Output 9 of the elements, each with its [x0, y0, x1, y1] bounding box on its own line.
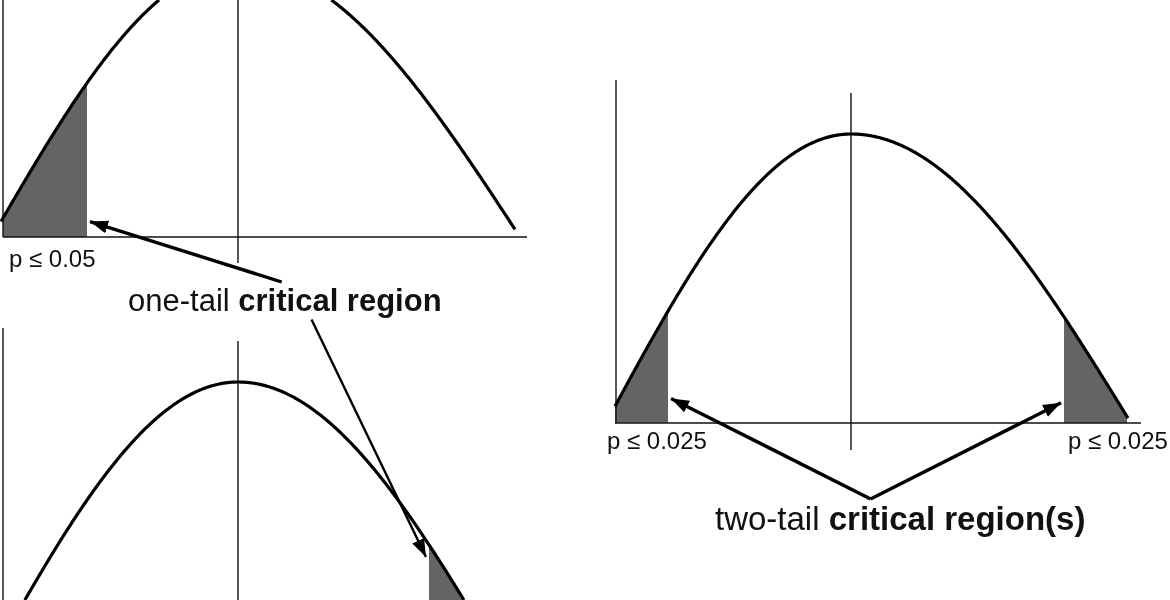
- arrow: [670, 396, 872, 501]
- arrow: [869, 401, 1062, 501]
- arrow: [310, 319, 428, 558]
- annotation-text: one-tail critical region: [128, 283, 442, 319]
- annotation-text: two-tail critical region(s): [715, 500, 1086, 538]
- p-value-label: p ≤ 0.025: [607, 427, 707, 455]
- p-value-label: p ≤ 0.05: [9, 245, 96, 273]
- arrow: [89, 219, 283, 284]
- p-value-label: p ≤ 0.025: [1068, 427, 1168, 455]
